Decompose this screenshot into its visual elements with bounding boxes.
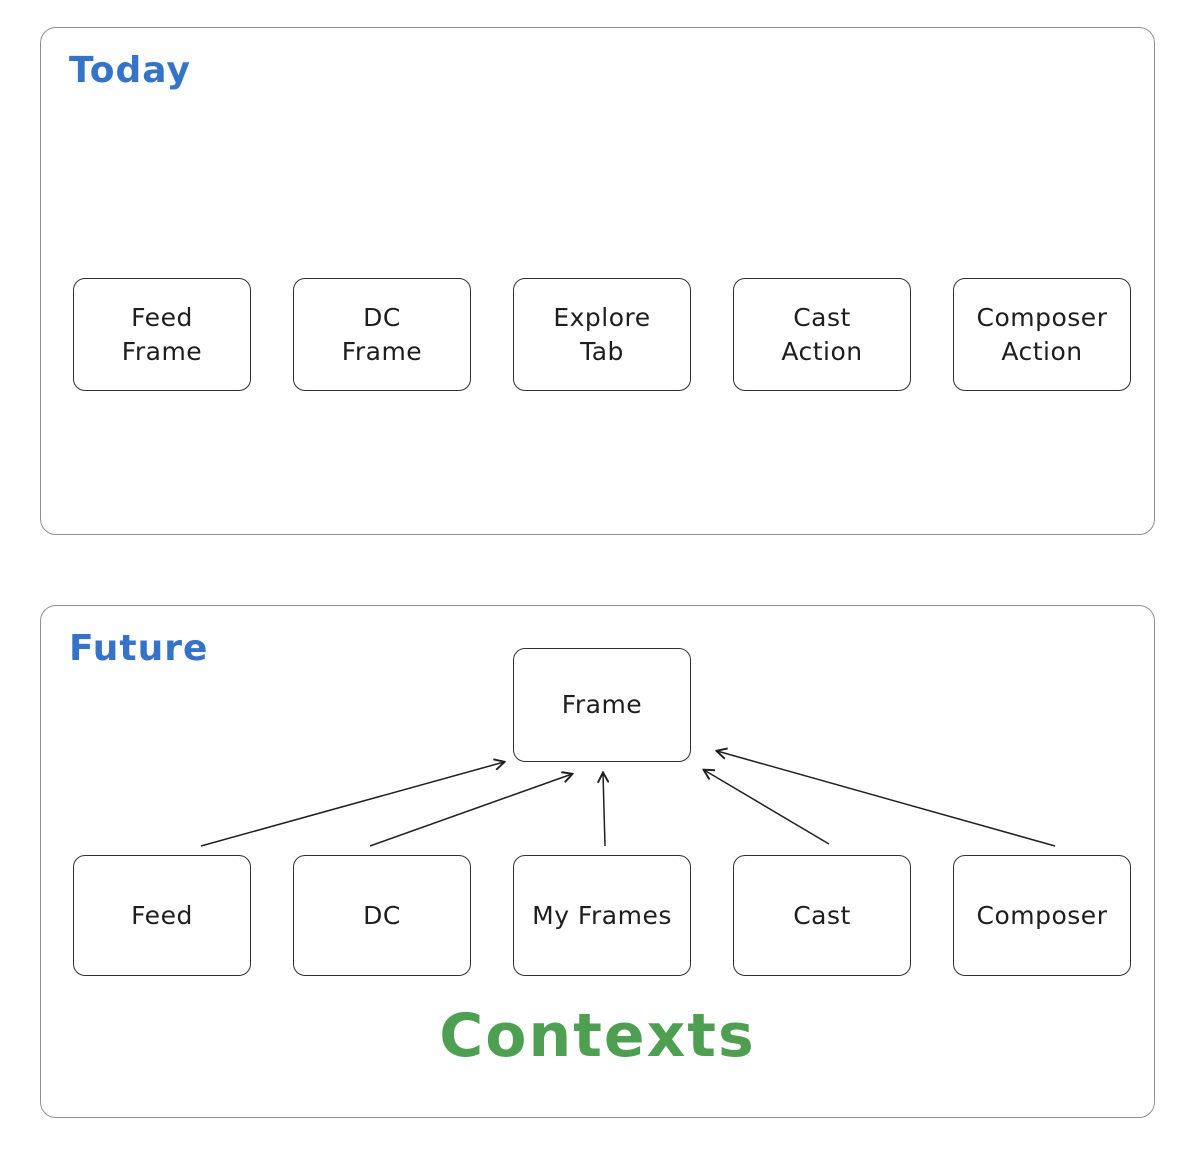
arrow-my-frames-to-frame <box>603 773 605 847</box>
node-explore-tab: Explore Tab <box>513 278 691 391</box>
node-feed-frame: Feed Frame <box>73 278 251 391</box>
today-section: Today Feed Frame DC Frame Explore Tab Ca… <box>40 27 1155 535</box>
node-label-line: Frame <box>121 336 203 366</box>
node-label-line: Feed <box>131 900 193 930</box>
node-my-frames: My Frames <box>513 855 691 976</box>
node-label-line: Action <box>781 336 863 366</box>
node-dc: DC <box>293 855 471 976</box>
node-label-line: Feed <box>131 302 193 332</box>
node-label-line: Composer <box>976 900 1108 930</box>
node-label-line: Frame <box>561 690 643 720</box>
arrow-cast-to-frame <box>704 770 830 845</box>
node-label-line: DC <box>363 302 401 332</box>
node-label-line: DC <box>363 900 401 930</box>
node-composer: Composer <box>953 855 1131 976</box>
arrow-dc-to-frame <box>369 774 572 847</box>
node-cast: Cast <box>733 855 911 976</box>
node-dc-frame: DC Frame <box>293 278 471 391</box>
node-composer-action: Composer Action <box>953 278 1131 391</box>
node-label-line: Cast <box>793 900 851 930</box>
node-label-line: Composer <box>976 302 1108 332</box>
today-section-label: Today <box>69 50 191 91</box>
node-label-line: Tab <box>580 336 624 366</box>
node-label-line: Frame <box>341 336 423 366</box>
node-feed: Feed <box>73 855 251 976</box>
node-label-line: Cast <box>793 302 851 332</box>
arrow-composer-to-frame <box>717 751 1056 847</box>
arrow-feed-to-frame <box>200 762 504 847</box>
future-section: Future Frame Feed DC My Frames <box>40 605 1155 1118</box>
node-label-line: My Frames <box>532 900 672 930</box>
node-cast-action: Cast Action <box>733 278 911 391</box>
contexts-caption: Contexts <box>439 1001 756 1071</box>
node-label-line: Action <box>1001 336 1083 366</box>
node-frame: Frame <box>513 648 691 762</box>
future-section-label: Future <box>69 628 209 669</box>
node-label-line: Explore <box>553 302 651 332</box>
